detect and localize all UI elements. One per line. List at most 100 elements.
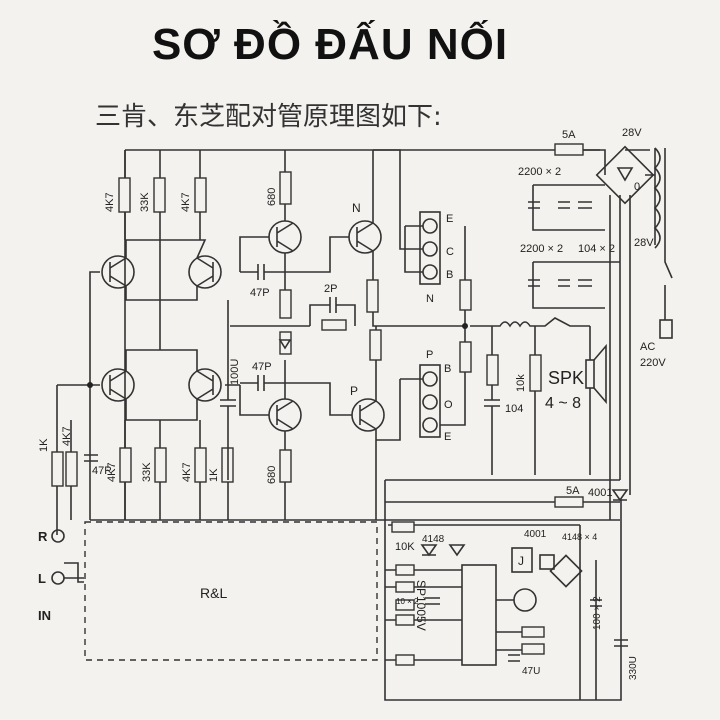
svg-text:4K7: 4K7 bbox=[61, 426, 73, 446]
svg-text:L: L bbox=[38, 571, 46, 586]
input-label: IN bbox=[38, 608, 51, 623]
transistor-driver-top bbox=[268, 220, 302, 254]
svg-text:1K: 1K bbox=[208, 468, 220, 482]
svg-text:220V: 220V bbox=[640, 357, 666, 369]
resistor-out-bottom bbox=[459, 341, 472, 373]
svg-text:J: J bbox=[518, 554, 524, 568]
svg-text:R: R bbox=[38, 529, 48, 544]
svg-text:47P: 47P bbox=[250, 287, 270, 299]
svg-text:SPK: SPK bbox=[548, 368, 584, 388]
resistor-1k-b: 1K bbox=[208, 447, 234, 483]
transistor-output-p: P bbox=[350, 384, 385, 432]
driver-transistor-protection bbox=[513, 588, 537, 612]
transistor-driver-bottom bbox=[268, 398, 302, 432]
svg-text:2P: 2P bbox=[324, 283, 337, 295]
svg-text:B: B bbox=[444, 363, 451, 375]
power-switch-icon[interactable] bbox=[664, 245, 673, 320]
svg-text:4K7: 4K7 bbox=[104, 192, 116, 212]
svg-text:5A: 5A bbox=[566, 485, 580, 497]
capacitor-47p-b: 47P bbox=[240, 361, 285, 391]
svg-text:680: 680 bbox=[266, 188, 278, 206]
capacitor-2p: 2P bbox=[309, 283, 356, 331]
resistor-bias-bottom bbox=[279, 331, 292, 355]
svg-text:4148 × 4: 4148 × 4 bbox=[562, 532, 597, 542]
resistor-4k7-d: 4K7 bbox=[181, 447, 207, 483]
svg-text:28V: 28V bbox=[634, 237, 654, 249]
resistor-1k-input: 1K bbox=[38, 438, 64, 487]
svg-text:680: 680 bbox=[266, 466, 278, 484]
svg-text:E: E bbox=[444, 431, 451, 443]
resistor-emitter-p bbox=[369, 329, 382, 361]
transistor-output-n: N bbox=[348, 201, 382, 254]
svg-text:47U: 47U bbox=[522, 666, 540, 677]
transformer: 28V 0 28V bbox=[622, 127, 666, 249]
svg-text:4K7: 4K7 bbox=[180, 192, 192, 212]
svg-text:O: O bbox=[444, 399, 453, 411]
svg-text:P: P bbox=[350, 384, 358, 398]
capacitor-100u: 100U bbox=[220, 300, 241, 480]
diode-4001-a: 4001 bbox=[588, 487, 629, 502]
svg-text:10k: 10k bbox=[515, 374, 527, 392]
svg-text:330U: 330U bbox=[628, 656, 639, 680]
svg-text:N: N bbox=[352, 201, 361, 215]
capacitor-47p-a: 47P bbox=[240, 264, 285, 299]
svg-text:4K7: 4K7 bbox=[181, 462, 193, 482]
capacitors-2200x2-b: 2200 × 2 104 × 2 bbox=[520, 243, 620, 309]
resistor-4k7-c: 4K7 bbox=[106, 447, 132, 483]
resistor-33k-b: 33K bbox=[141, 447, 167, 483]
svg-text:1K: 1K bbox=[38, 438, 50, 452]
svg-text:4001: 4001 bbox=[524, 529, 547, 540]
bridge-rectifier bbox=[595, 145, 655, 205]
svg-text:4148: 4148 bbox=[422, 534, 445, 545]
speaker-icon: SPK 4 ~ 8 bbox=[545, 326, 607, 475]
svg-text:33K: 33K bbox=[139, 192, 151, 212]
svg-text:28V: 28V bbox=[622, 127, 642, 139]
output-inductor bbox=[470, 317, 590, 328]
svg-text:0: 0 bbox=[634, 181, 640, 193]
resistor-bias-top bbox=[279, 289, 292, 319]
resistor-out-top bbox=[459, 279, 472, 311]
capacitor-104: 104 bbox=[484, 399, 523, 475]
transistor-q1 bbox=[101, 255, 135, 289]
svg-text:33K: 33K bbox=[141, 462, 153, 482]
svg-text:10 × 2: 10 × 2 bbox=[396, 597, 419, 606]
svg-text:P: P bbox=[426, 349, 433, 361]
svg-text:E: E bbox=[446, 213, 453, 225]
ic-sp1005v bbox=[461, 564, 497, 666]
svg-text:5A: 5A bbox=[562, 129, 576, 141]
connector-n: E C B N bbox=[419, 211, 454, 305]
svg-text:100U: 100U bbox=[229, 359, 241, 385]
transistor-q4 bbox=[188, 368, 222, 402]
bias-diode bbox=[278, 339, 292, 350]
input-jack-r[interactable]: R bbox=[38, 529, 65, 544]
svg-text:47P: 47P bbox=[252, 361, 272, 373]
svg-text:2200 × 2: 2200 × 2 bbox=[518, 166, 561, 178]
diagram-subtitle: 三肯、东芝配对管原理图如下: bbox=[95, 102, 442, 132]
transistor-q3 bbox=[101, 368, 135, 402]
fuse-5a-top: 5A bbox=[554, 129, 584, 156]
svg-text:4001: 4001 bbox=[588, 487, 612, 499]
resistor-680-b: 680 bbox=[266, 449, 292, 484]
resistor-emitter-n bbox=[366, 279, 379, 313]
svg-text:AC: AC bbox=[640, 341, 655, 353]
svg-text:100 × 2: 100 × 2 bbox=[592, 596, 603, 630]
resistor-680-a: 680 bbox=[266, 171, 292, 206]
capacitors-2200x2-a: 2200 × 2 bbox=[518, 166, 605, 231]
svg-text:SP1005V: SP1005V bbox=[414, 580, 428, 631]
svg-text:4 ~ 8: 4 ~ 8 bbox=[545, 395, 581, 412]
fuse-5a-low: 5A bbox=[554, 485, 584, 508]
svg-text:C: C bbox=[446, 246, 454, 258]
svg-text:B: B bbox=[446, 269, 453, 281]
resistor-4k7-b: 4K7 bbox=[180, 177, 207, 213]
resistor-output-coil bbox=[486, 326, 499, 400]
capacitor-47p-input: 47P bbox=[84, 454, 112, 477]
connector-p: P B O E bbox=[419, 349, 453, 443]
input-jack-l[interactable]: L bbox=[38, 571, 65, 586]
resistor-10k-output: 10k bbox=[515, 326, 542, 475]
svg-text:R&L: R&L bbox=[200, 585, 227, 601]
resistor-33k-a: 33K bbox=[139, 177, 166, 213]
transistor-q2 bbox=[188, 255, 222, 289]
protection-board: 10K 4148 4001 4148 × 4 J SP1005V 10 × 2 … bbox=[384, 480, 639, 701]
svg-text:104 × 2: 104 × 2 bbox=[578, 243, 615, 255]
